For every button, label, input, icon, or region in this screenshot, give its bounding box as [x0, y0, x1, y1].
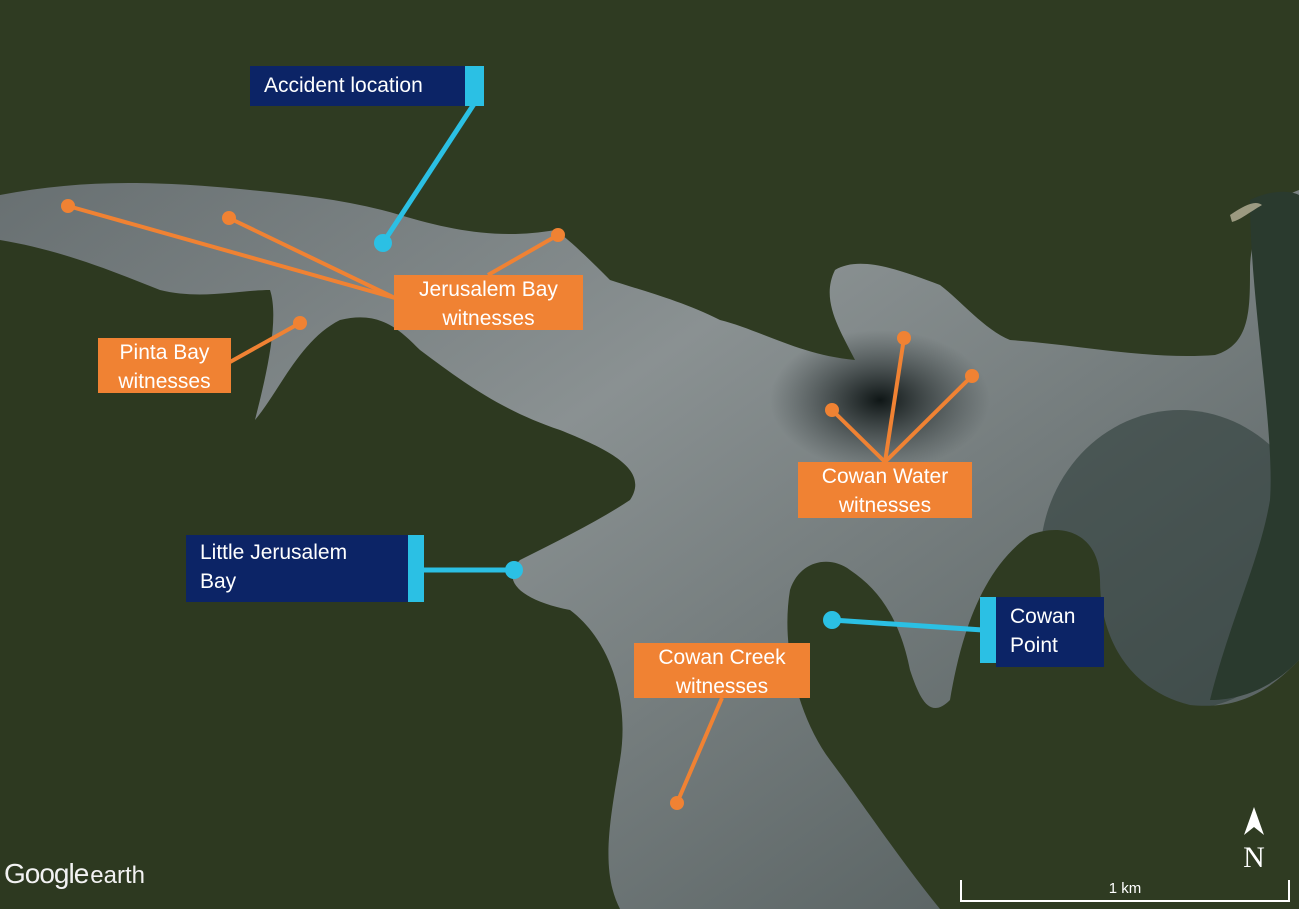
scale-bar-label: 1 km	[1108, 880, 1142, 897]
cowan-water-witnesses-label[interactable]: Cowan Water witnesses	[798, 462, 972, 518]
north-label: N	[1243, 841, 1265, 874]
cowan-point-marker	[823, 611, 841, 629]
cowan-water-line2: witnesses	[838, 494, 932, 517]
accident-location-tab	[465, 66, 484, 106]
eastern-shore	[1210, 191, 1299, 700]
witness-marker	[670, 796, 684, 810]
little-jerusalem-marker	[505, 561, 523, 579]
jerusalem-bay-witnesses-label[interactable]: Jerusalem Bay witnesses	[394, 275, 583, 330]
earth-wordmark: earth	[90, 862, 145, 889]
witness-connectors	[67, 204, 974, 804]
cowan-point-line1: Cowan	[1010, 605, 1076, 628]
location-connectors	[380, 102, 984, 633]
cowan-point-line2: Point	[1010, 634, 1058, 657]
north-arrow: N	[1238, 805, 1270, 875]
google-earth-logo: Googleearth	[4, 858, 145, 890]
deep-water	[770, 330, 990, 470]
accident-marker	[374, 234, 392, 252]
north-arrow-icon	[1244, 807, 1264, 835]
little-jerusalem-line1: Little Jerusalem	[200, 541, 348, 564]
sandy-beach	[1230, 203, 1262, 222]
accident-location-text: Accident location	[264, 74, 423, 97]
witness-marker	[965, 369, 979, 383]
scale-bar: 1 km	[960, 880, 1290, 902]
cowan-creek-line2: witnesses	[675, 675, 769, 698]
little-jerusalem-line2: Bay	[200, 570, 237, 593]
jerusalem-bay-line2: witnesses	[442, 307, 535, 330]
cowan-point-headland	[787, 530, 1299, 909]
pinta-bay-witnesses-label[interactable]: Pinta Bay witnesses	[98, 338, 231, 393]
little-jerusalem-bay-label[interactable]: Little Jerusalem Bay	[186, 535, 408, 602]
cowan-point-tab	[980, 597, 996, 663]
witness-marker	[61, 199, 75, 213]
cowan-point-label[interactable]: Cowan Point	[996, 597, 1104, 667]
pinta-bay-line2: witnesses	[118, 370, 211, 393]
witness-marker	[293, 316, 307, 330]
witness-marker	[222, 211, 236, 225]
witness-marker	[825, 403, 839, 417]
google-wordmark: Google	[4, 858, 89, 889]
little-jerusalem-tab	[408, 535, 424, 602]
cowan-water-line1: Cowan Water	[821, 465, 949, 488]
jerusalem-bay-line1: Jerusalem Bay	[419, 278, 558, 301]
cowan-creek-line1: Cowan Creek	[658, 646, 786, 669]
pinta-bay-line1: Pinta Bay	[119, 341, 210, 364]
witness-marker	[897, 331, 911, 345]
cowan-creek-witnesses-label[interactable]: Cowan Creek witnesses	[634, 643, 810, 698]
witness-marker	[551, 228, 565, 242]
accident-location-label[interactable]: Accident location	[250, 66, 465, 106]
